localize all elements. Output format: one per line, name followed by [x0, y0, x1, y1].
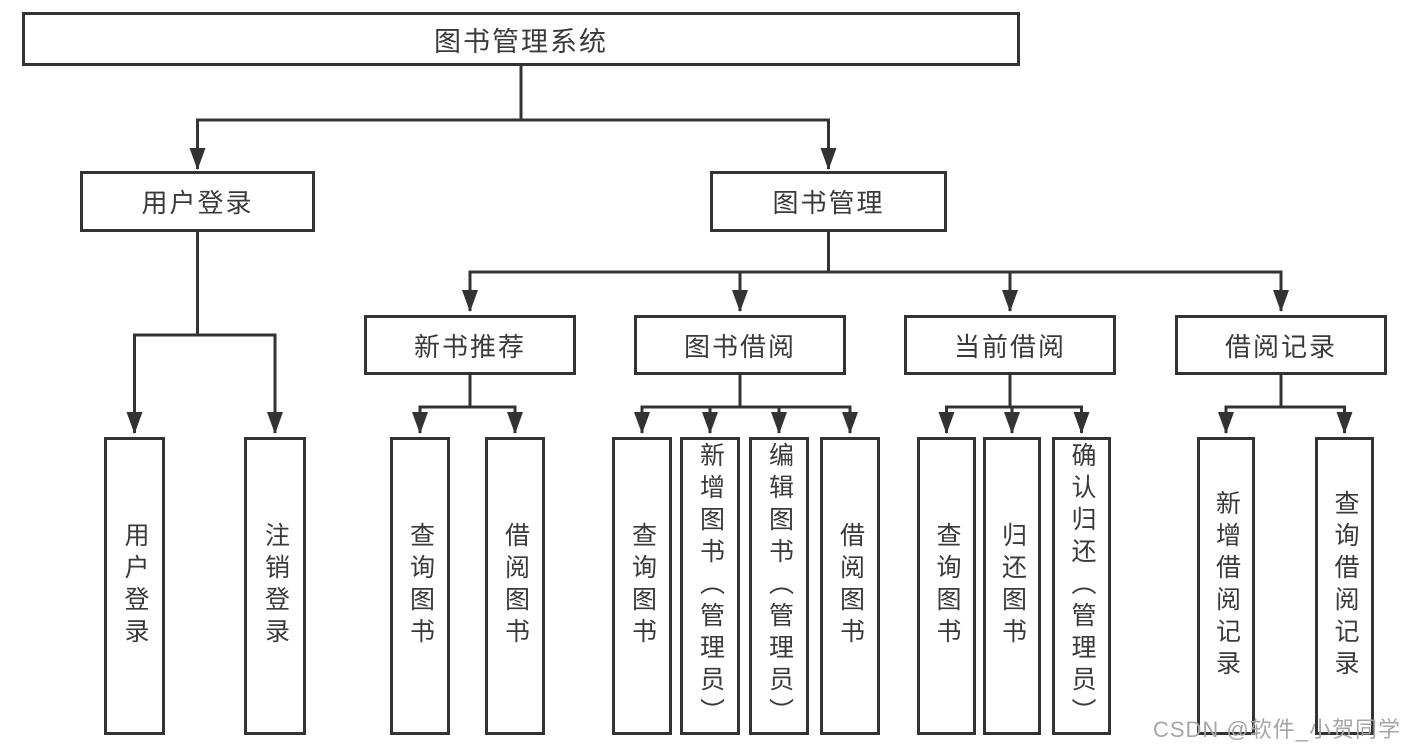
node-new-book-recommend: 新书推荐	[364, 315, 576, 375]
leaf-logout: 注销登录	[244, 437, 306, 735]
node-user-login: 用户登录	[80, 171, 315, 232]
leaf-current-query-books: 查询图书	[917, 437, 976, 735]
leaf-borrow-query-books: 查询图书	[612, 437, 672, 735]
connector-book-management-branch	[462, 232, 1289, 312]
leaf-current-confirm-return-admin: 确认归还（管理员）	[1052, 437, 1111, 735]
connector-book-borrow-branch	[634, 375, 858, 434]
connector-borrow-record-branch	[1218, 375, 1353, 434]
leaf-borrow-borrow-books: 借阅图书	[820, 437, 880, 735]
node-borrow-record: 借阅记录	[1175, 315, 1387, 375]
node-book-management: 图书管理	[710, 171, 947, 232]
leaf-borrow-edit-books-admin: 编辑图书（管理员）	[749, 437, 809, 735]
leaf-newbook-borrow-books: 借阅图书	[485, 437, 545, 735]
leaf-record-add: 新增借阅记录	[1197, 437, 1255, 735]
connector-new-book-branch	[412, 375, 523, 434]
connector-root-to-level2	[189, 66, 837, 170]
leaf-borrow-add-books-admin: 新增图书（管理员）	[680, 437, 740, 735]
connector-current-borrow-branch	[938, 375, 1090, 434]
leaf-newbook-query-books: 查询图书	[390, 437, 450, 735]
leaf-record-query: 查询借阅记录	[1315, 437, 1374, 735]
node-current-borrow: 当前借阅	[904, 315, 1116, 375]
connector-user-login-branch	[126, 232, 283, 434]
node-root: 图书管理系统	[22, 12, 1020, 66]
leaf-current-return-books: 归还图书	[983, 437, 1041, 735]
csdn-watermark: CSDN @软件_小贺同学	[1152, 717, 1401, 742]
leaf-user-login: 用户登录	[104, 437, 165, 735]
node-book-borrow: 图书借阅	[634, 315, 846, 375]
